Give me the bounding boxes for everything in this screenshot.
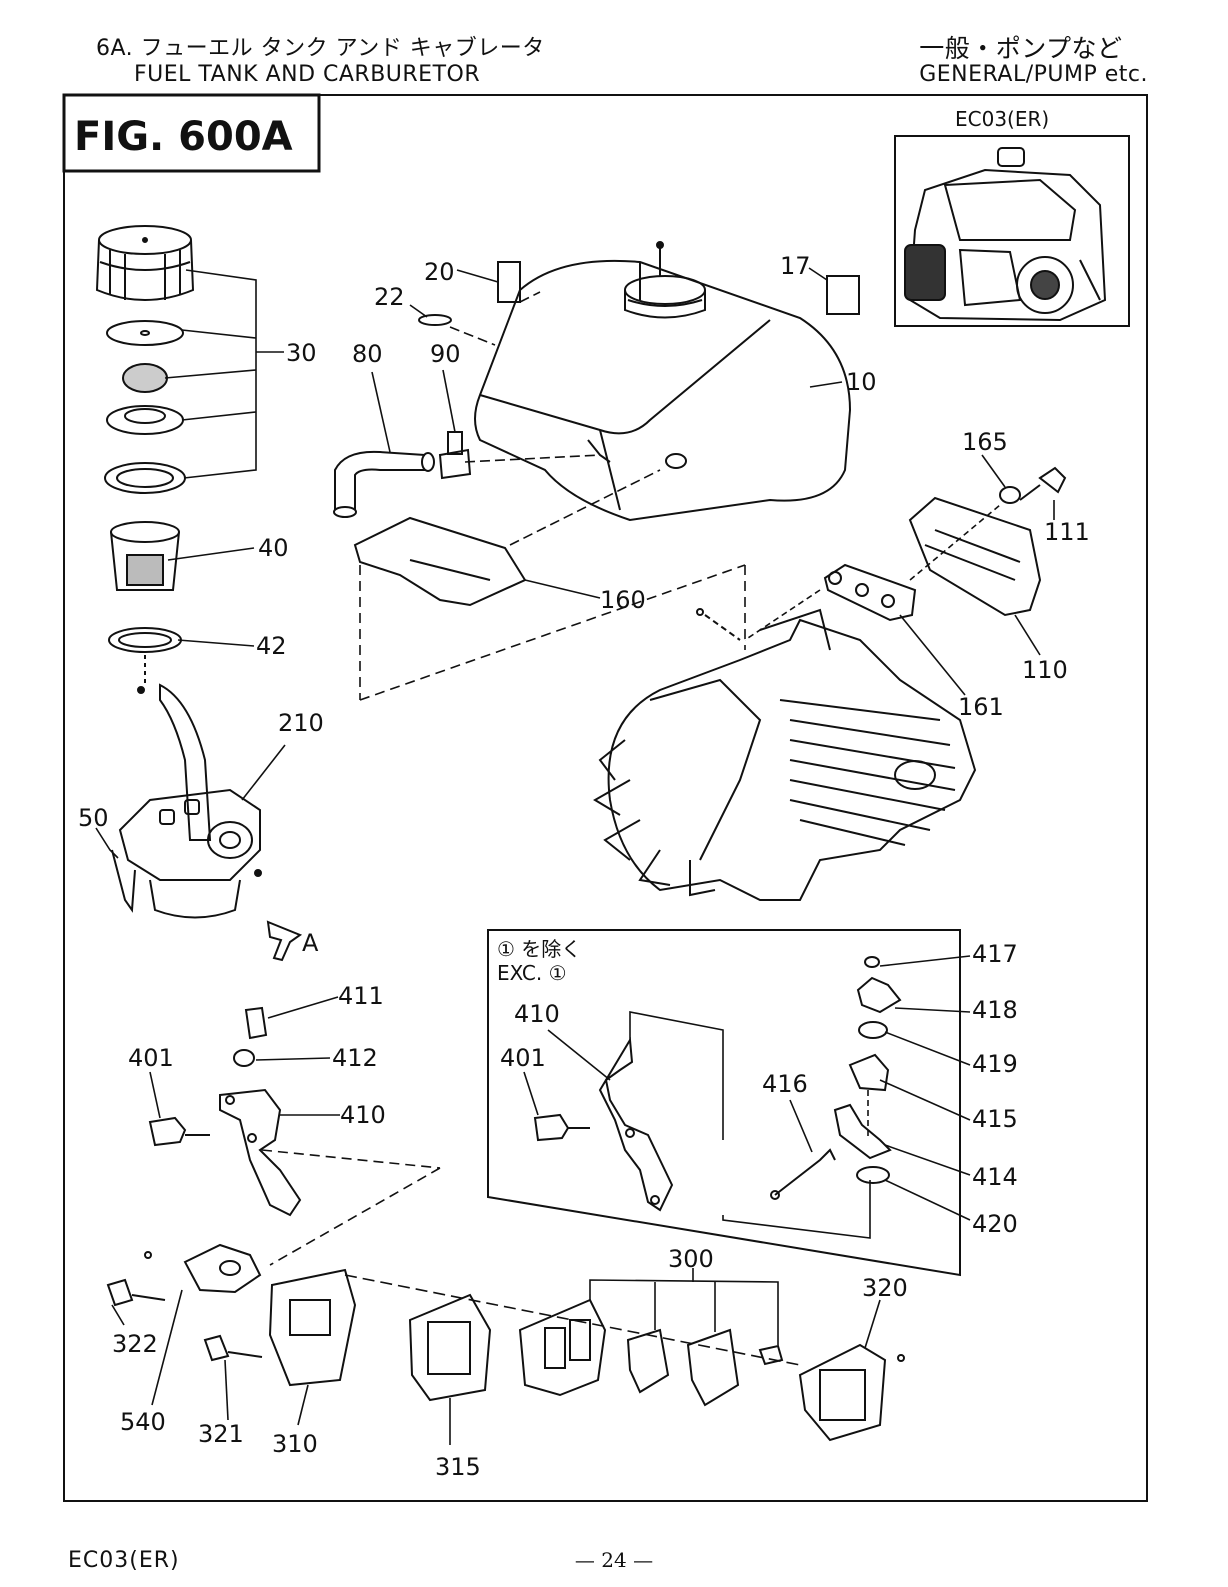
insulator-310 [270,1270,355,1385]
mount-plate-161 [825,565,915,620]
callout-416: 416 [762,1070,808,1098]
leader-lines-lever [150,997,440,1265]
callout-415: 415 [972,1105,1018,1133]
engine-inset-model: EC03(ER) [955,107,1049,131]
reed-plate [520,1300,605,1395]
gasket-315 [410,1295,490,1400]
callout-50: 50 [78,804,109,832]
gasket-540 [185,1245,260,1292]
leader-lines-inset [524,956,970,1238]
callout-111: 111 [1044,518,1090,546]
callout-110: 110 [1022,656,1068,684]
bolt-321 [205,1336,228,1360]
leader-lines-tank [372,268,842,598]
callout-42: 42 [256,632,287,660]
mount-bracket-110 [910,498,1040,615]
figure-label: FIG. 600A [74,114,293,160]
callout-165: 165 [962,428,1008,456]
engine-block [595,609,975,900]
callout-419: 419 [972,1050,1018,1078]
view-arrow-a [268,922,300,960]
leader-lines-mount [745,455,1054,695]
callout-414: 414 [972,1163,1018,1191]
reed-stopper [688,1330,738,1405]
leader-lines-cap [165,270,284,646]
callout-17: 17 [780,252,811,280]
bolt-111 [1020,468,1065,500]
callout-322: 322 [112,1330,158,1358]
callout-160: 160 [600,586,646,614]
inset-note-en: EXC. ① [497,961,567,985]
callout-80: 80 [352,340,383,368]
callout-20: 20 [424,258,455,286]
callout-90: 90 [430,340,461,368]
callout-401-left: 401 [128,1044,174,1072]
callout-540: 540 [120,1408,166,1436]
fuel-cap-assembly [97,226,193,693]
callout-300: 300 [668,1245,714,1273]
gasket-320 [800,1345,885,1440]
callout-401-inset: 401 [500,1044,546,1072]
label-plate-17 [827,276,859,314]
tank-dashed-guides [450,292,660,545]
callout-22: 22 [374,283,405,311]
callout-410-left: 410 [340,1101,386,1129]
engine-photo [905,148,1105,320]
callout-320: 320 [862,1274,908,1302]
callout-412: 412 [332,1044,378,1072]
callout-418: 418 [972,996,1018,1024]
leader-lines-carb [96,745,285,858]
tank-bracket-160 [355,518,525,605]
callout-30: 30 [286,339,317,367]
bolt-322 [108,1280,132,1305]
fuel-tank [419,242,859,520]
reed-valve [628,1330,668,1392]
callout-417: 417 [972,940,1018,968]
callout-410-inset: 410 [514,1000,560,1028]
callout-315: 315 [435,1453,481,1481]
callout-420: 420 [972,1210,1018,1238]
callout-161: 161 [958,693,1004,721]
callout-40: 40 [258,534,289,562]
spacer-165 [1000,487,1020,503]
carburetor [112,685,261,918]
fuel-hose [334,432,470,517]
callout-10: 10 [846,368,877,396]
choke-lever-assembly [150,1008,300,1215]
inset-note-jp: ① を除く [497,937,581,961]
diagram-frame [64,95,1147,1501]
page-number: — 24 — [0,1548,1228,1572]
callout-210: 210 [278,709,324,737]
callout-321: 321 [198,1420,244,1448]
callout-411: 411 [338,982,384,1010]
inset-choke-lever [535,1040,672,1210]
callout-310: 310 [272,1430,318,1458]
view-arrow-label: A [302,929,319,957]
